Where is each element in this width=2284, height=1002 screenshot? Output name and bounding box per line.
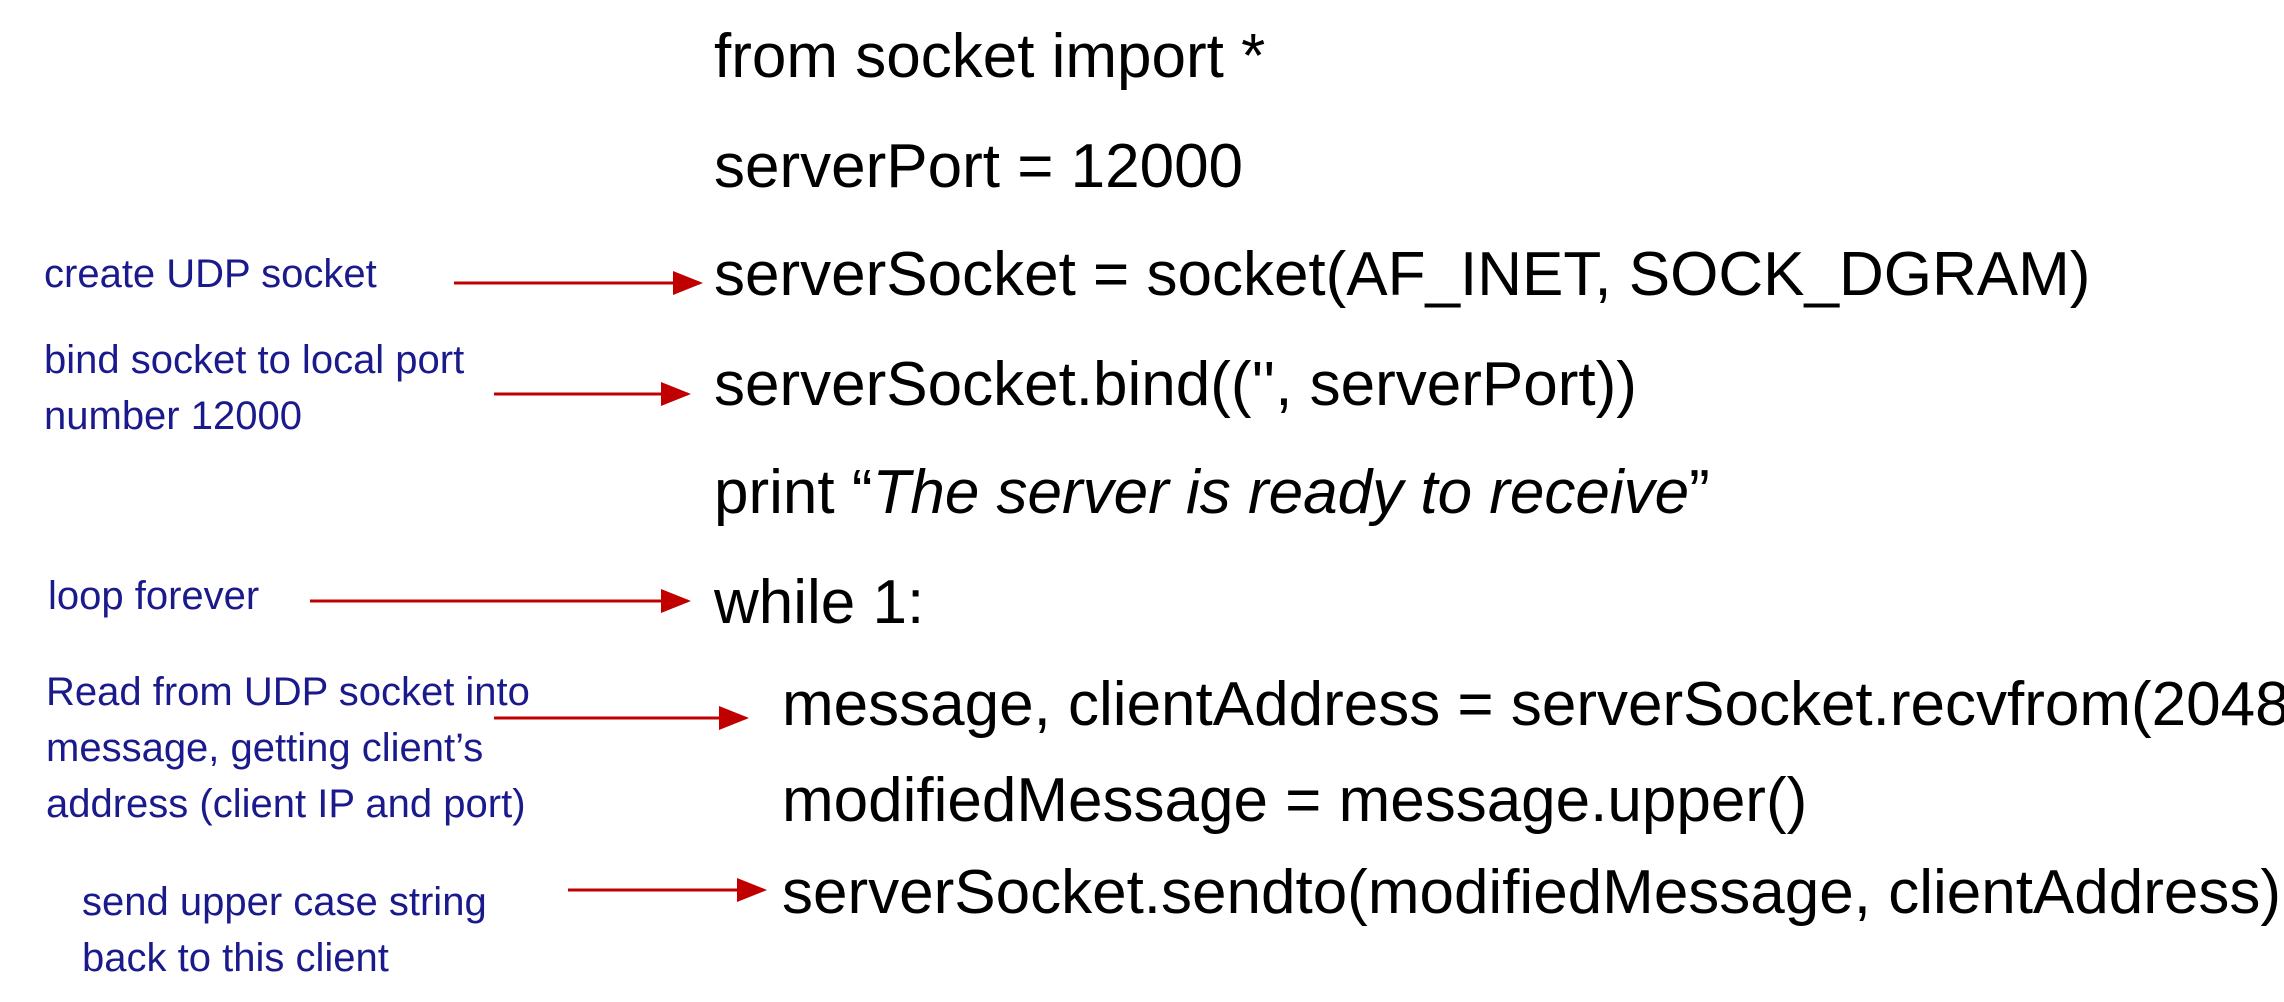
code-line-recvfrom: message, clientAddress = serverSocket.re… [782,670,2284,739]
annotation-line: send upper case string [82,880,487,924]
code-line-while: while 1: [714,568,925,637]
annotation-send-back: send upper case string back to this clie… [82,874,487,986]
annotation-read-socket: Read from UDP socket into message, getti… [46,664,530,832]
annotation-line: Read from UDP socket into [46,670,530,714]
print-message: The server is ready to receive [872,458,1690,527]
code-line-import: from socket import * [714,22,1266,91]
annotation-line: bind socket to local port [44,338,465,382]
print-prefix: print “ [714,458,873,527]
annotation-line: back to this client [82,936,389,980]
annotation-line: loop forever [48,574,260,618]
annotation-line: number 12000 [44,394,302,438]
annotation-create-socket: create UDP socket [44,246,377,302]
code-line-bind: serverSocket.bind(('', serverPort)) [714,350,1637,419]
annotation-bind-socket: bind socket to local port number 12000 [44,332,464,444]
print-suffix: ” [1689,458,1710,527]
annotation-loop-forever: loop forever [48,568,259,624]
code-line-print: print “The server is ready to receive” [714,462,1710,524]
code-line-create-socket: serverSocket = socket(AF_INET, SOCK_DGRA… [714,240,2091,309]
code-line-upper: modifiedMessage = message.upper() [782,766,1808,835]
code-line-server-port: serverPort = 12000 [714,132,1244,201]
annotation-line: message, getting client’s [46,726,484,770]
annotation-line: address (client IP and port) [46,782,526,826]
code-line-sendto: serverSocket.sendto(modifiedMessage, cli… [782,858,2282,927]
annotation-line: create UDP socket [44,252,377,296]
